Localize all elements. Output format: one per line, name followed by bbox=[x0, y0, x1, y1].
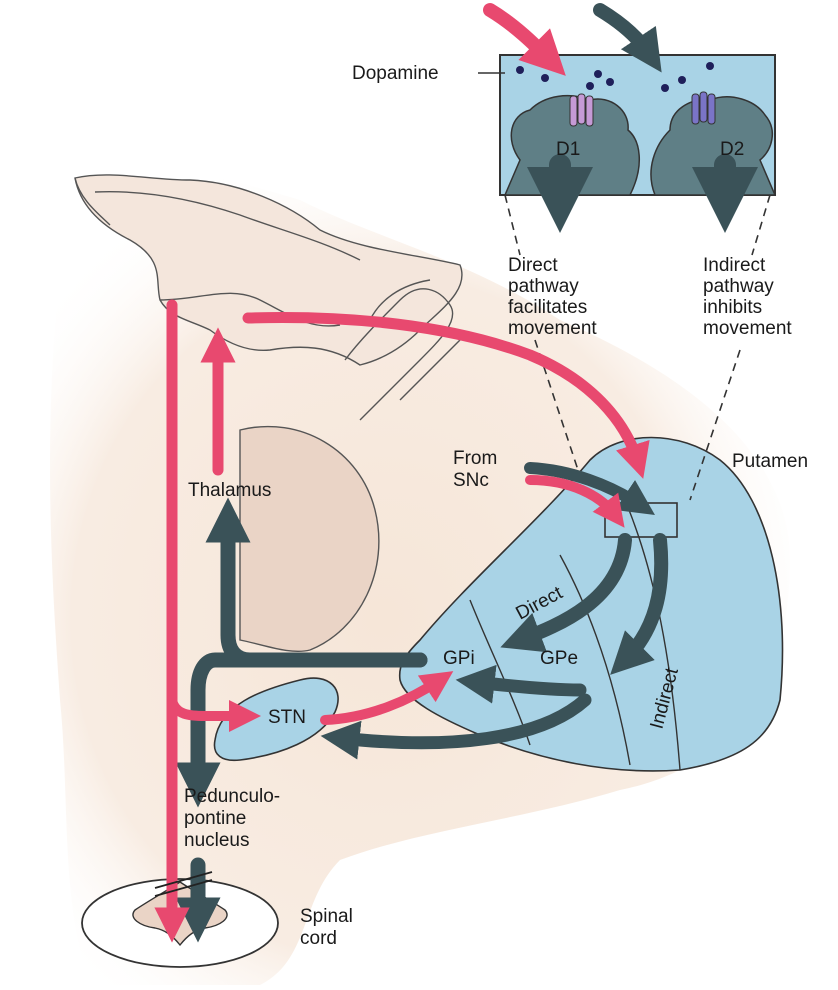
ppn-line1: Pedunculo- bbox=[184, 786, 280, 807]
direct-pathway-line1: Direct bbox=[508, 255, 558, 276]
spinal-cord-line2: cord bbox=[300, 928, 337, 949]
d2-label: D2 bbox=[720, 139, 744, 160]
from-snc-line2: SNc bbox=[453, 470, 489, 491]
putamen-label: Putamen bbox=[732, 451, 808, 472]
thalamus-label: Thalamus bbox=[188, 480, 271, 501]
spinal-cord-section bbox=[82, 879, 278, 967]
indirect-pathway-line3: inhibits bbox=[703, 297, 762, 318]
d1-receptor-icon bbox=[570, 94, 593, 126]
gpi-label: GPi bbox=[443, 648, 475, 669]
d1-label: D1 bbox=[556, 139, 580, 160]
arrow-d1-input bbox=[490, 10, 550, 60]
arrow-gpe-to-gpi bbox=[475, 682, 580, 690]
ppn-line3: nucleus bbox=[184, 830, 250, 851]
gpe-label: GPe bbox=[540, 648, 578, 669]
spinal-cord-line1: Spinal bbox=[300, 906, 353, 927]
direct-pathway-line3: facilitates bbox=[508, 297, 587, 318]
d2-receptor-icon bbox=[692, 92, 715, 124]
arrow-d2-input bbox=[600, 10, 650, 55]
indirect-pathway-line2: pathway bbox=[703, 276, 774, 297]
indirect-pathway-line4: movement bbox=[703, 318, 792, 339]
stn-label: STN bbox=[268, 707, 306, 728]
dopamine-label: Dopamine bbox=[352, 63, 439, 84]
direct-pathway-line2: pathway bbox=[508, 276, 579, 297]
ppn-line2: pontine bbox=[184, 808, 246, 829]
direct-pathway-line4: movement bbox=[508, 318, 597, 339]
from-snc-line1: From bbox=[453, 448, 497, 469]
indirect-pathway-line1: Indirect bbox=[703, 255, 766, 276]
